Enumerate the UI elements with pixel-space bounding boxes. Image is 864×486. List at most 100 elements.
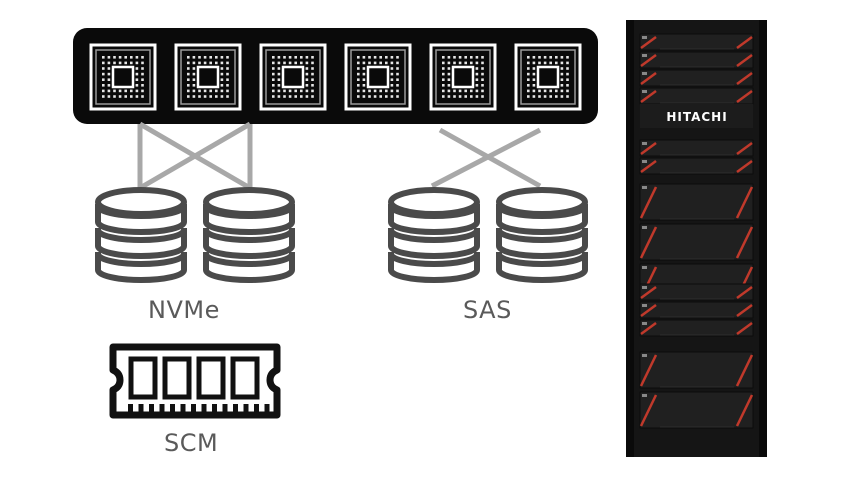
chip-pin-dot xyxy=(107,72,111,76)
chip-pin-dot xyxy=(141,61,144,65)
chip-pin-dot xyxy=(442,84,445,87)
chip-pin-dot xyxy=(362,84,366,87)
chip-pin-dot xyxy=(135,56,139,59)
rack-unit-led xyxy=(642,322,647,325)
rack-unit-face xyxy=(639,51,754,69)
chip-pin-dot xyxy=(107,78,111,81)
chip-pin-dot xyxy=(396,84,399,87)
processor-chip-icon xyxy=(344,43,412,111)
chip-pin-dot xyxy=(543,95,547,98)
chip-pin-dot xyxy=(527,72,530,76)
disk-ring xyxy=(95,253,187,267)
chip-pin-dot xyxy=(357,56,360,59)
rack-unit xyxy=(639,391,754,429)
chip-pin-dot xyxy=(141,95,144,98)
chip-pin-dot xyxy=(135,95,139,98)
chip-pin-dot xyxy=(362,72,366,76)
chip-pin-dot xyxy=(481,95,484,98)
chip-pin-dot xyxy=(390,61,394,65)
chip-pin-dot xyxy=(226,89,229,93)
chip-pin-dot xyxy=(277,84,281,87)
chip-pin-dot xyxy=(368,56,371,59)
chip-pin-dot xyxy=(311,61,314,65)
chip-pin-dot xyxy=(141,72,144,76)
rack-unit-face xyxy=(639,183,754,221)
chip-pin-dot xyxy=(226,84,229,87)
chip-pin-dot xyxy=(447,95,451,98)
scm-pin xyxy=(138,404,144,413)
rack-unit xyxy=(639,319,754,337)
chip-inner-frame xyxy=(265,49,321,105)
chip-pin-dot xyxy=(135,72,139,76)
chip-pin-dot xyxy=(373,89,377,93)
chip-pin-dot xyxy=(362,61,366,65)
chip-pin-dot xyxy=(272,78,275,81)
chip-pin-dot xyxy=(102,95,105,98)
chip-pin-dot xyxy=(226,78,229,81)
rack-unit-accent-right xyxy=(736,285,753,300)
sas-disk-icon xyxy=(496,187,588,283)
chip-pin-dot xyxy=(311,67,314,70)
sas-label: SAS xyxy=(463,296,512,324)
nvme-disk-icon xyxy=(203,187,295,283)
rack-unit-accent-left xyxy=(640,285,657,300)
chip-pin-dot xyxy=(396,72,399,76)
chip-pin-dot xyxy=(464,95,467,98)
chip-pin-dot xyxy=(272,95,275,98)
chip-pin-dot xyxy=(385,95,388,98)
chip-frame xyxy=(174,43,242,111)
chip-pin-dot xyxy=(481,89,484,93)
disk-ring xyxy=(203,229,295,243)
chip-pin-dot xyxy=(220,95,224,98)
scm-pin xyxy=(243,404,249,413)
rack-brand-logo: HITACHI xyxy=(666,110,727,124)
chip-pin-dot xyxy=(379,89,382,93)
chip-pin-dot xyxy=(130,56,133,59)
chip-pin-dot xyxy=(538,95,541,98)
chip-pin-dot xyxy=(566,56,569,59)
chip-pin-dot xyxy=(124,95,127,98)
scm-pin xyxy=(180,404,186,413)
rack-unit-led xyxy=(642,186,647,189)
chip-pin-dot xyxy=(368,89,371,93)
rack-unit-led xyxy=(642,286,647,289)
processor-chip-icon xyxy=(514,43,582,111)
chip-inner-frame xyxy=(95,49,151,105)
chip-pin-dot xyxy=(362,78,366,81)
chip-pin-dot xyxy=(277,61,281,65)
rack-unit-led xyxy=(642,54,647,57)
chip-pin-dot xyxy=(385,56,388,59)
chip-pin-dot xyxy=(272,89,275,93)
scm-pin xyxy=(149,404,154,413)
chip-pin-dot xyxy=(130,95,133,98)
rack-unit-accent-right xyxy=(736,35,753,50)
rack-unit-face xyxy=(639,223,754,261)
chip-pin-dot xyxy=(294,95,297,98)
chip-pin-dot xyxy=(390,89,394,93)
chip-pin-dot xyxy=(357,95,360,98)
chip-pin-dot xyxy=(288,61,292,65)
rack-unit-accent-right xyxy=(736,53,753,68)
chip-pin-dot xyxy=(102,61,105,65)
chip-pin-dot xyxy=(396,95,399,98)
chip-inner-frame xyxy=(520,49,576,105)
chip-inner-frame xyxy=(180,49,236,105)
disk-ring xyxy=(496,253,588,267)
chip-pin-dot xyxy=(538,61,541,65)
rack-unit-accent-right xyxy=(735,394,754,427)
chip-die xyxy=(111,65,135,89)
chip-pin-dot xyxy=(549,89,552,93)
chip-pin-dot xyxy=(141,78,144,81)
chip-pin-dot xyxy=(560,67,564,70)
chip-pin-dot xyxy=(442,95,445,98)
chip-die xyxy=(451,65,475,89)
chip-pin-dot xyxy=(277,72,281,76)
rack-unit-led xyxy=(642,226,647,229)
rack-unit-face xyxy=(639,283,754,301)
rack-unit-accent-left xyxy=(640,89,657,104)
chip-pin-dot xyxy=(543,56,547,59)
chip-pin-dot xyxy=(362,89,366,93)
chip-pin-dot xyxy=(294,89,297,93)
scm-label: SCM xyxy=(164,429,219,457)
